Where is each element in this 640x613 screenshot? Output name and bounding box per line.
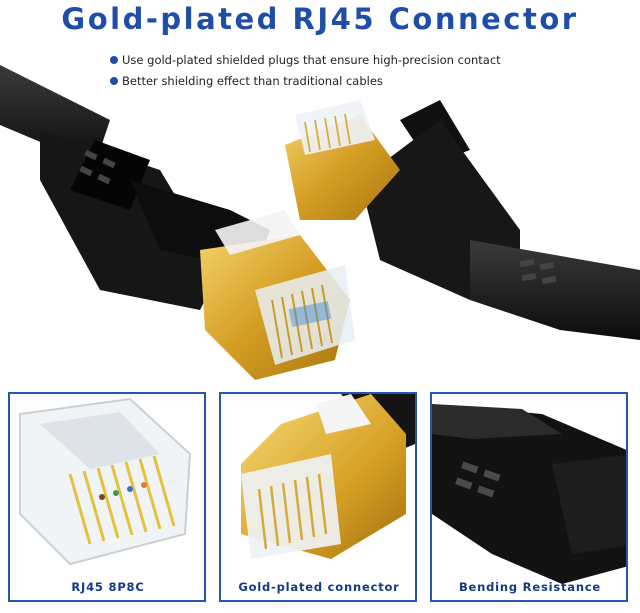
left-cable [0, 65, 355, 380]
left-gold-plug [200, 210, 355, 380]
page-title: Gold-plated RJ45 Connector [61, 2, 579, 36]
right-cable [285, 100, 640, 340]
feature-text: Use gold-plated shielded plugs that ensu… [122, 53, 501, 67]
bending-cable-closeup [432, 404, 626, 584]
bullet-dot-icon [110, 56, 118, 64]
caption-rj45: RJ45 8P8C [71, 580, 145, 594]
bullet-dot-icon [110, 77, 118, 85]
rj45-plug-closeup [19, 397, 192, 566]
gold-connector-closeup [241, 394, 415, 559]
detail-panel-gold [219, 392, 417, 602]
feature-list: Use gold-plated shielded plugs that ensu… [110, 52, 501, 94]
feature-item: Better shielding effect than traditional… [110, 73, 501, 94]
feature-text: Better shielding effect than traditional… [122, 74, 383, 88]
feature-item: Use gold-plated shielded plugs that ensu… [110, 52, 501, 73]
caption-bending: Bending Resistance [458, 580, 602, 594]
caption-gold-connector: Gold-plated connector [238, 580, 400, 594]
detail-panel-bending [430, 392, 628, 602]
right-gold-plug [285, 100, 400, 220]
detail-panel-rj45 [8, 392, 206, 602]
hero-cable-illustration [0, 65, 640, 380]
